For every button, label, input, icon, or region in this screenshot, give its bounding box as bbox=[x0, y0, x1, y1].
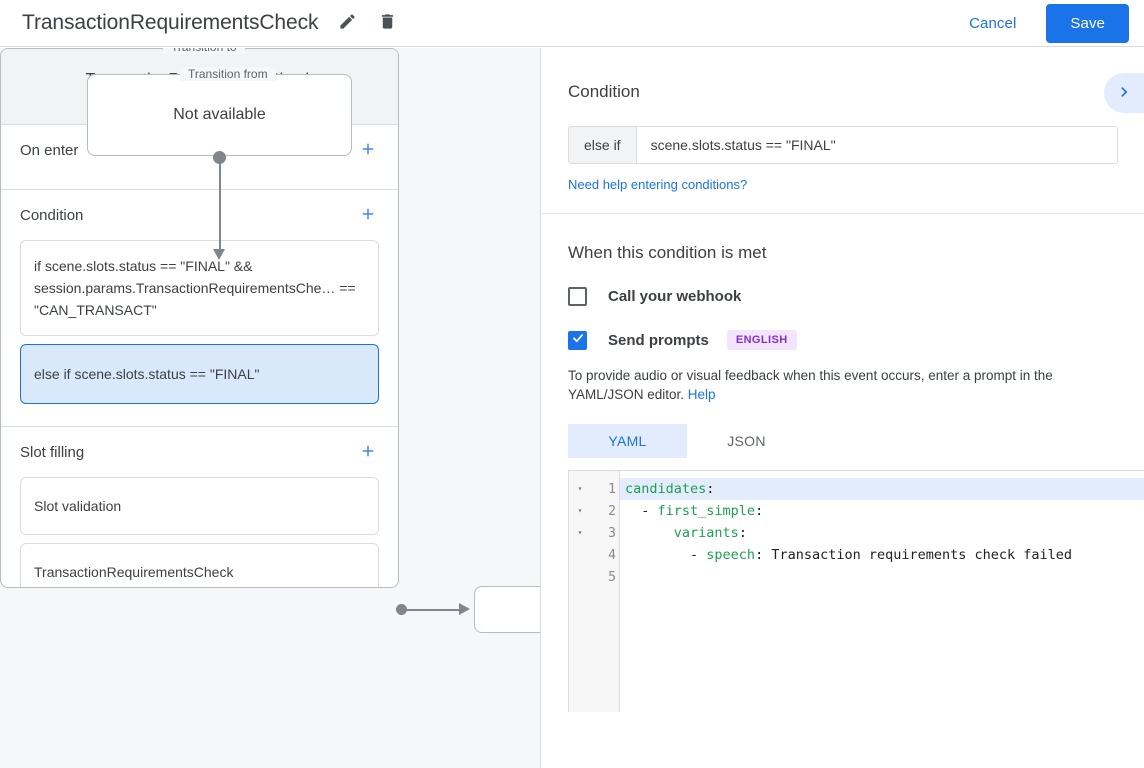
code-line bbox=[620, 566, 1144, 588]
transition-from-value: Not available bbox=[173, 106, 266, 123]
fold-toggle[interactable]: ▾ bbox=[577, 528, 583, 537]
webhook-checkbox[interactable] bbox=[568, 287, 587, 306]
cancel-button[interactable]: Cancel bbox=[959, 7, 1026, 40]
add-slot-filling-button[interactable] bbox=[357, 441, 379, 463]
checkmark-icon bbox=[571, 331, 585, 350]
gutter-row: ▾1 bbox=[569, 478, 619, 500]
section-slot-filling: Slot filling Slot validation Transaction… bbox=[1, 427, 398, 587]
section-header: Condition bbox=[20, 190, 379, 240]
line-number: 1 bbox=[608, 481, 616, 497]
editor-code-area[interactable]: candidates: - first_simple: variants: - … bbox=[620, 471, 1144, 712]
section-title-slot-filling: Slot filling bbox=[20, 443, 85, 461]
chevron-right-icon bbox=[1114, 82, 1134, 105]
condition-item-selected[interactable]: else if scene.slots.status == "FINAL" bbox=[20, 344, 379, 404]
gutter-row: 5 bbox=[569, 566, 619, 588]
condition-input[interactable] bbox=[636, 127, 1117, 163]
when-met-title: When this condition is met bbox=[568, 243, 767, 262]
tab-json[interactable]: JSON bbox=[687, 424, 806, 458]
section-divider bbox=[542, 213, 1144, 214]
flow-arrow-head bbox=[213, 249, 225, 260]
flow-canvas[interactable]: Transition from Not available Transition… bbox=[0, 48, 541, 768]
slot-filling-item[interactable]: TransactionRequirementsCheck bbox=[20, 543, 379, 587]
prompts-description: To provide audio or visual feedback when… bbox=[568, 366, 1118, 404]
code-line: - first_simple: bbox=[620, 500, 1144, 522]
section-title-condition: Condition bbox=[20, 206, 84, 224]
transition-from-card: Transition from Not available bbox=[87, 67, 352, 156]
webhook-label: Call your webhook bbox=[608, 288, 742, 305]
connector-arrow-head bbox=[459, 603, 470, 615]
trash-icon bbox=[378, 12, 397, 34]
code-punc: : bbox=[738, 525, 747, 541]
plus-icon bbox=[359, 205, 377, 226]
section-header: Slot filling bbox=[20, 427, 379, 477]
code-key: variants bbox=[673, 525, 739, 541]
edit-title-button[interactable] bbox=[332, 8, 362, 38]
expand-panel-button[interactable] bbox=[1104, 73, 1144, 113]
code-indent: - bbox=[625, 503, 658, 519]
prompts-help-link[interactable]: Help bbox=[687, 387, 716, 402]
connector-origin-dot bbox=[396, 604, 407, 615]
code-line: variants: bbox=[620, 522, 1144, 544]
section-condition: Condition if scene.slots.status == "FINA… bbox=[1, 190, 398, 427]
code-editor[interactable]: ▾1 ▾2 ▾3 4 5 candidates: - first_simple:… bbox=[568, 470, 1144, 712]
add-condition-button[interactable] bbox=[357, 204, 379, 226]
plus-icon bbox=[359, 442, 377, 463]
add-on-enter-button[interactable] bbox=[357, 139, 379, 161]
prompts-description-text: To provide audio or visual feedback when… bbox=[568, 368, 1053, 402]
line-number: 5 bbox=[608, 569, 616, 585]
webhook-checkbox-row[interactable]: Call your webhook bbox=[568, 287, 1118, 306]
editor-gutter: ▾1 ▾2 ▾3 4 5 bbox=[569, 471, 620, 712]
condition-section-title: Condition bbox=[568, 82, 640, 101]
next-node-card[interactable] bbox=[474, 586, 540, 633]
condition-help-link[interactable]: Need help entering conditions? bbox=[568, 177, 748, 192]
condition-prefix: else if bbox=[569, 127, 637, 163]
tab-yaml[interactable]: YAML bbox=[568, 424, 687, 458]
line-number: 4 bbox=[608, 547, 616, 563]
when-condition-met-section: When this condition is met Call your web… bbox=[542, 214, 1144, 458]
delete-button[interactable] bbox=[372, 8, 402, 38]
gutter-row: 4 bbox=[569, 544, 619, 566]
transition-to-legend: Transition to bbox=[163, 48, 245, 54]
pencil-icon bbox=[338, 12, 357, 34]
condition-input-group: else if bbox=[568, 126, 1118, 164]
code-key: speech bbox=[706, 547, 756, 563]
code-punc: : bbox=[755, 503, 764, 519]
slot-filling-item[interactable]: Slot validation bbox=[20, 477, 379, 535]
line-number: 3 bbox=[608, 525, 616, 541]
app-header: TransactionRequirementsCheck Cancel Save bbox=[0, 0, 1144, 47]
code-line: - speech: Transaction requirements check… bbox=[620, 544, 1144, 566]
code-indent bbox=[625, 525, 674, 541]
section-title-on-enter: On enter bbox=[20, 141, 79, 159]
condition-section: Condition else if Need help entering con… bbox=[542, 48, 1144, 194]
fold-toggle[interactable]: ▾ bbox=[577, 506, 583, 515]
fold-toggle[interactable]: ▾ bbox=[577, 484, 583, 493]
condition-item[interactable]: if scene.slots.status == "FINAL" && sess… bbox=[20, 240, 379, 336]
flow-arrow-line bbox=[218, 156, 221, 256]
details-panel: Condition else if Need help entering con… bbox=[542, 48, 1144, 768]
language-badge: ENGLISH bbox=[726, 330, 797, 350]
code-key: first_simple bbox=[657, 503, 756, 519]
code-key: candidates bbox=[625, 481, 707, 497]
line-number: 2 bbox=[608, 503, 616, 519]
gutter-row: ▾2 bbox=[569, 500, 619, 522]
gutter-row: ▾3 bbox=[569, 522, 619, 544]
send-prompts-checkbox[interactable] bbox=[568, 330, 587, 350]
section-header: On enter bbox=[20, 125, 379, 175]
transition-from-legend: Transition from bbox=[180, 67, 276, 81]
send-prompts-row[interactable]: Send prompts ENGLISH bbox=[568, 330, 1118, 350]
code-punc: : bbox=[755, 547, 764, 563]
editor-format-tabs: YAML JSON bbox=[568, 424, 1118, 458]
send-prompts-label: Send prompts bbox=[608, 331, 709, 349]
plus-icon bbox=[359, 140, 377, 161]
code-rest: Transaction requirements check failed bbox=[763, 547, 1073, 563]
save-button[interactable]: Save bbox=[1046, 3, 1129, 43]
section-on-enter: On enter bbox=[1, 125, 398, 190]
code-line: candidates: bbox=[620, 478, 1144, 500]
page-title: TransactionRequirementsCheck bbox=[22, 11, 319, 34]
connector-line bbox=[404, 608, 461, 611]
code-punc: : bbox=[706, 481, 715, 497]
code-indent: - bbox=[625, 547, 707, 563]
